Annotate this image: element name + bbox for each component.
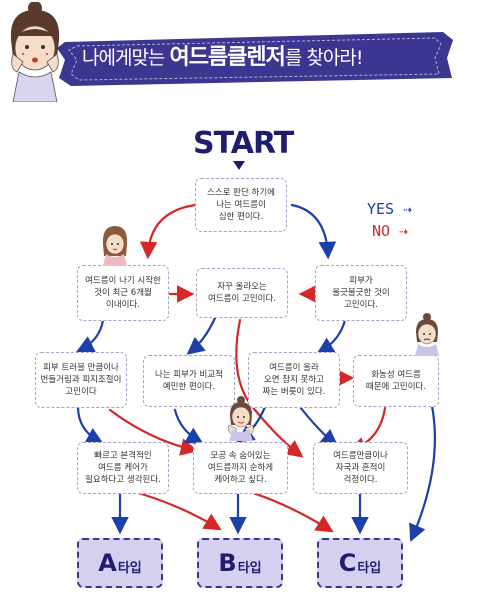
question-box-recurring-acne: 자꾸 올라오는 여드름이 고민이다.	[196, 268, 288, 318]
no-arrow-icon: ⇢	[399, 222, 409, 240]
legend-yes: YES ⇢	[367, 200, 413, 218]
start-label: START	[193, 126, 294, 161]
question-box-redness: 피부가 울긋불긋한 것이 고민이다.	[315, 265, 407, 321]
legend-no: NO ⇢	[372, 222, 409, 240]
yes-arrow-icon: ⇢	[403, 200, 413, 218]
question-box-sensitive-skin: 나는 피부가 비교적 예민한 편이다.	[143, 355, 235, 407]
banner-title: 나에게맞는 여드름클렌저를 찾아라!	[82, 45, 363, 70]
question-box-gentle-pore-care: 모공 속 숨어있는 여드름까지 순하게 케어하고 싶다.	[193, 442, 288, 494]
question-box-severe-acne: 스스로 판단 하기에 나는 여드름이 심한 편이다.	[195, 178, 287, 232]
character-illustration	[10, 2, 60, 102]
character-icon	[102, 226, 128, 266]
character-icon	[228, 396, 254, 441]
question-box-acne-marks: 여드름만큼이나 자국과 흔적이 걱정이다.	[313, 442, 408, 494]
question-box-squeezing-habit: 여드름이 올라 오면 참지 못하고 짜는 버릇이 있다.	[248, 352, 340, 408]
start-arrow-icon	[233, 161, 245, 170]
title-banner	[57, 32, 453, 86]
character-icon	[415, 313, 439, 356]
question-box-pustular-acne: 화농성 여드름 때문에 고민이다.	[353, 355, 439, 407]
question-box-recent-6-months: 여드름이 나기 시작한 것이 최근 6개월 이내이다.	[77, 265, 169, 321]
question-box-fast-care: 빠르고 본격적인 여드름 케어가 필요하다고 생각된다.	[77, 442, 169, 494]
question-box-oil-control: 피부 트러블 만큼이나 번들거림과 피지조절이 고민이다	[35, 352, 127, 408]
